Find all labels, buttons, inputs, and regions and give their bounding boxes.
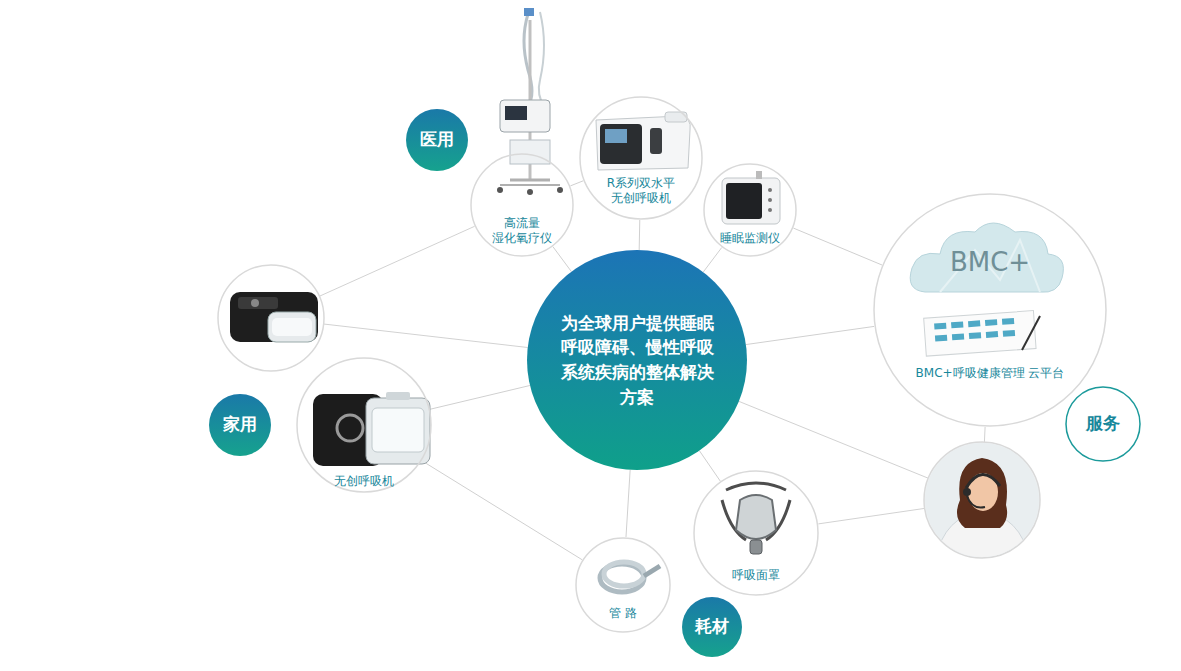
connector-line [746, 326, 874, 344]
circle-shape [682, 597, 742, 657]
category-badge: 耗材 [682, 597, 742, 657]
face-mask [722, 483, 790, 554]
node-caption: R系列双水平 无创呼吸机 [589, 176, 693, 206]
sleep-monitor [722, 171, 780, 224]
oxygen-therapy-device [497, 8, 563, 195]
tubing [600, 562, 660, 592]
node-caption: 无创呼吸机 [314, 474, 414, 489]
circle-shape [580, 97, 702, 219]
connector-line [553, 247, 571, 272]
category-badge: 服务 [1065, 386, 1141, 462]
link-line [324, 324, 528, 348]
category-badge: 医用 [406, 109, 468, 171]
node-caption: BMC+呼吸健康管理 云平台 [915, 366, 1065, 381]
node-caption: 呼吸面罩 [706, 568, 806, 583]
cpap-machine [313, 392, 430, 466]
connector-line [703, 248, 722, 273]
circle-shape [694, 471, 818, 595]
link-line [984, 427, 986, 442]
circle-shape [527, 250, 747, 470]
core-circle: 为全球用户提供睡眠呼吸障碍、慢性呼吸系统疾病的整体解决方案 [527, 250, 747, 470]
circle-shape [874, 194, 1106, 426]
circle-shape [704, 164, 796, 256]
platform-circle: BMC+ BMC+呼吸健康管理 云平台 [873, 193, 1107, 427]
circle-shape [297, 358, 431, 492]
link-line [739, 401, 928, 478]
connector-line [639, 220, 641, 250]
connector-line [430, 385, 530, 409]
connector-line [793, 228, 882, 265]
circle-shape [209, 394, 271, 456]
product-circle: R系列双水平 无创呼吸机 [579, 96, 703, 220]
circle-outline [527, 250, 747, 470]
connector-line [699, 451, 720, 481]
badge-label: 服务 [1073, 413, 1133, 434]
product-circle: 管 路 [575, 537, 671, 633]
product-circle: 呼吸面罩 [693, 470, 819, 596]
core-text: 为全球用户提供睡眠呼吸障碍、慢性呼吸系统疾病的整体解决方案 [557, 311, 717, 410]
node-caption: BMC+ [930, 246, 1050, 279]
circle-shape [406, 109, 468, 171]
product-circle: 睡眠监测仪 [703, 163, 797, 257]
cloud-platform [910, 223, 1063, 356]
connector-line [570, 181, 583, 186]
service-person [924, 442, 1040, 560]
leader-lines [319, 226, 985, 524]
node-caption: 管 路 [591, 606, 655, 621]
connector-line [422, 461, 582, 560]
circle-outline [296, 357, 432, 493]
connector-line [626, 470, 630, 537]
link-line [319, 226, 474, 296]
bilevel-ventilator [596, 112, 690, 170]
circle-shape [471, 154, 573, 256]
badge-label: 医用 [410, 129, 464, 150]
node-caption: 睡眠监测仪 [710, 231, 790, 246]
circle-shape [576, 538, 670, 632]
product-circle: 高流量 湿化氧疗仪 [470, 153, 574, 257]
product-circle [218, 265, 324, 371]
circle-shape [1066, 387, 1140, 461]
circle-outline [873, 193, 1107, 427]
product-circle: 无创呼吸机 [296, 357, 432, 493]
cpap-device [230, 292, 318, 342]
link-line [818, 508, 924, 524]
category-badge: 家用 [209, 394, 271, 456]
node-caption: 高流量 湿化氧疗仪 [480, 216, 564, 246]
badge-label: 耗材 [685, 616, 739, 637]
badge-label: 家用 [213, 414, 267, 435]
